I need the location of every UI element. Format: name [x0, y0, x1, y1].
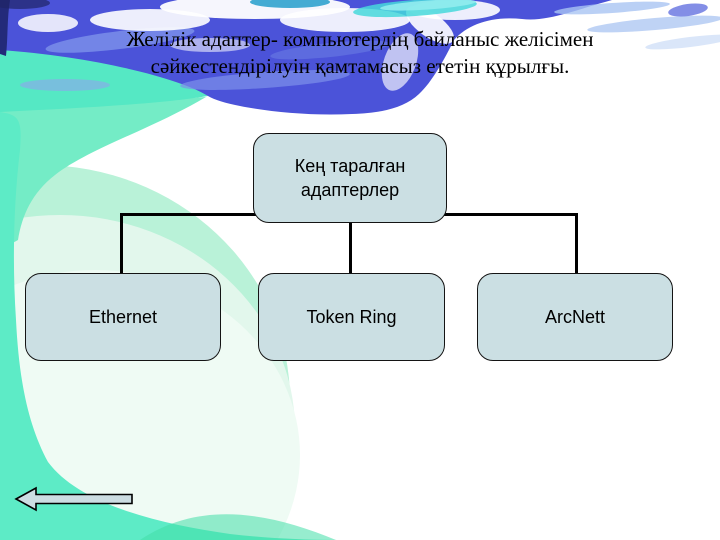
left-arrow-icon — [14, 486, 133, 512]
back-arrow-button[interactable] — [13, 482, 135, 516]
node-arcnett-label: ArcNett — [544, 306, 605, 327]
node-root: Кең таралған адаптерлер — [253, 133, 447, 223]
node-ethernet: Ethernet — [25, 273, 221, 361]
connector-vertical-left — [120, 213, 123, 274]
node-ethernet-label: Ethernet — [88, 306, 158, 327]
connector-vertical-middle — [349, 216, 352, 274]
connector-vertical-right — [575, 213, 578, 274]
node-arcnett: ArcNett — [477, 273, 673, 361]
node-token-ring: Token Ring — [258, 273, 445, 361]
node-token-ring-label: Token Ring — [306, 306, 397, 327]
node-root-label: Кең таралған адаптерлер — [294, 155, 406, 200]
slide-title: Желілік адаптер- компьютердің байланыс ж… — [126, 27, 594, 78]
